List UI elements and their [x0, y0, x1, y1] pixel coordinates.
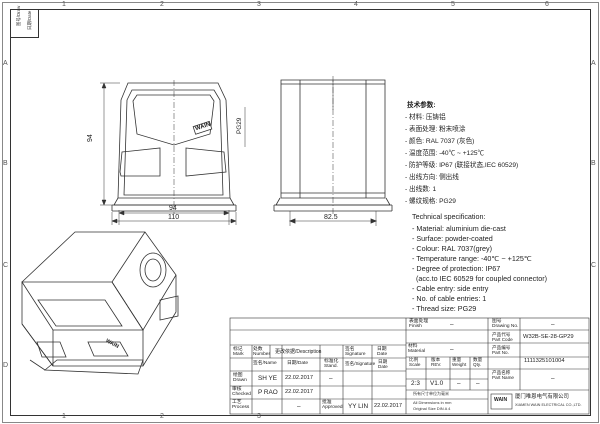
tb-finish-label: 表面处理 Finish: [409, 319, 429, 329]
tb-weight-label: 重量 Weight: [452, 357, 467, 367]
outer-width-dimension: 110: [168, 214, 180, 221]
spec-cn-line: - 防护等级: IP67 (联接状态,IEC 60529): [405, 162, 519, 169]
spec-cn-line: - 螺纹规格: PG29: [405, 198, 456, 205]
spec-en-line: - Thread size: PG29: [412, 304, 477, 313]
tb-qty-value: –: [476, 380, 480, 387]
tb-material-label: 材料 Material: [408, 344, 426, 354]
tb-note-en1: All Dimensions in mm: [413, 400, 452, 405]
zone-right-c: C: [591, 262, 597, 269]
spec-cn-title: 技术参数:: [407, 102, 436, 109]
spec-en-line: - Colour: RAL 7037(grey): [412, 244, 493, 253]
spec-en-line: - Material: aluminium die-cast: [412, 224, 506, 233]
tb-approved-date: 22.02.2017: [374, 403, 402, 409]
tb-finish-value: –: [450, 321, 454, 328]
spec-en-line: (acc.to IEC 60529 for coupled connector): [412, 274, 548, 283]
inner-frame: [10, 9, 591, 416]
company-logo: WAIN: [494, 397, 508, 403]
revision-tab: [10, 9, 39, 38]
tb-checked-date: 22.02.2017: [285, 389, 313, 395]
tb-part-no-label: 产品编号 Part No.: [492, 345, 511, 355]
zone-left-b: B: [3, 160, 8, 167]
tb-process-label: 工艺 Process: [232, 400, 250, 410]
tb-rev-label: 版本 REV.: [431, 357, 442, 367]
tb-col-date: 日期/Date: [287, 361, 309, 366]
tb-drawn-label: 绘图 Drawn: [233, 373, 247, 383]
zone-top-3: 3: [257, 1, 261, 8]
company-name-cn: 厦门唯恩电气有限公司: [515, 394, 569, 400]
tb-part-name-label: 产品名称 Part Name: [492, 370, 514, 380]
tb-note-cn: 所有尺寸单位为毫米: [413, 391, 449, 396]
inner-width-dimension: 94: [169, 205, 177, 212]
tb-note-en2: Original Size DIN A 4: [413, 406, 451, 411]
spec-en-title: Technical specification:: [412, 212, 486, 221]
tb-process-dash: –: [297, 403, 301, 410]
tb-signature-header: 签名 Signature: [345, 347, 366, 357]
tb-col-signature: 签名/Signature: [345, 361, 376, 366]
tb-description-header: 更改依据/Description: [275, 349, 322, 355]
zone-left-d: D: [3, 362, 9, 369]
tb-drawn-date: 22.02.2017: [285, 375, 313, 381]
tb-drawing-no-label: 图号 Drawing No.: [492, 319, 519, 329]
tb-checked-label: 审核 Checked: [232, 387, 251, 397]
zone-right-a: A: [591, 60, 596, 67]
spec-en-line: - No. of cable entries: 1: [412, 294, 487, 303]
zone-bottom-3: 3: [257, 413, 261, 420]
front-dimensions: [100, 82, 246, 225]
tb-drawn-dash: –: [329, 375, 333, 382]
tb-checked-name: P RAO: [258, 389, 278, 396]
tb-part-no-value: 1111325101004: [524, 358, 565, 364]
spec-cn-line: - 出线数: 1: [405, 186, 437, 193]
tb-scale-value: 2:3: [411, 380, 420, 387]
company-name-en: XIAMEN WAIN ELECTRICAL CO.,LTD.: [515, 403, 582, 407]
spec-en-line: - Temperature range: -40℃ ~ +125℃: [412, 254, 532, 263]
spec-cn-line: - 表面处理: 粉末喷涂: [405, 126, 466, 133]
tb-approved-label: 批准 Approved: [322, 400, 343, 410]
tb-weight-value: –: [457, 380, 461, 387]
tb-drawing-no-value: –: [551, 321, 555, 328]
spec-cn-line: - 材料: 压铸铝: [405, 114, 446, 121]
zone-top-1: 1: [62, 1, 66, 8]
spec-en-line: - Degree of protection: IP67: [412, 264, 501, 273]
tb-col-date2: 日期 Date: [378, 359, 388, 369]
tb-part-name-value: –: [551, 375, 555, 382]
zone-right-b: B: [591, 160, 596, 167]
spec-cn-line: - 温度范围: -40℃ ~ +125℃: [405, 150, 485, 157]
front-view: [111, 80, 237, 214]
tb-material-value: –: [450, 346, 454, 353]
zone-left-a: A: [3, 60, 8, 67]
zone-top-6: 6: [545, 1, 549, 8]
tb-col-name: 签名/Name: [253, 361, 277, 366]
zone-top-2: 2: [160, 1, 164, 8]
tb-scale-label: 比例 Scale: [409, 357, 421, 367]
tb-part-code-label: 产品代号 Part Code: [492, 332, 513, 342]
tb-drawn-name: SH YE: [258, 375, 278, 382]
zone-top-4: 4: [354, 1, 358, 8]
tb-mark-header: 标记 Mark: [233, 347, 244, 357]
tb-col-standard: 标准化 Stand.: [324, 359, 339, 369]
zone-left-c: C: [3, 262, 9, 269]
tb-approved-name: YY LIN: [348, 403, 369, 410]
side-width-dimension: 82.5: [324, 214, 338, 221]
zone-bottom-1: 1: [62, 413, 66, 420]
zone-top-5: 5: [451, 1, 455, 8]
side-view: [273, 76, 393, 226]
tb-rev-value: V1.0: [430, 380, 444, 387]
tb-qty-label: 数量 Qty.: [473, 357, 483, 367]
zone-bottom-2: 2: [160, 413, 164, 420]
tb-date-header: 日期 Date: [377, 347, 388, 357]
spec-cn-line: - 出线方向: 侧出线: [405, 174, 459, 181]
tb-number-header: 处数 Number: [253, 347, 271, 357]
spec-cn-line: - 颜色: RAL 7037 (灰色): [405, 138, 475, 145]
spec-en-line: - Surface: powder-coated: [412, 234, 493, 243]
spec-en-line: - Cable entry: side entry: [412, 284, 489, 293]
tb-part-code-value: W32B-SE-28-GP29: [523, 334, 574, 340]
isometric-view: [21, 231, 179, 375]
